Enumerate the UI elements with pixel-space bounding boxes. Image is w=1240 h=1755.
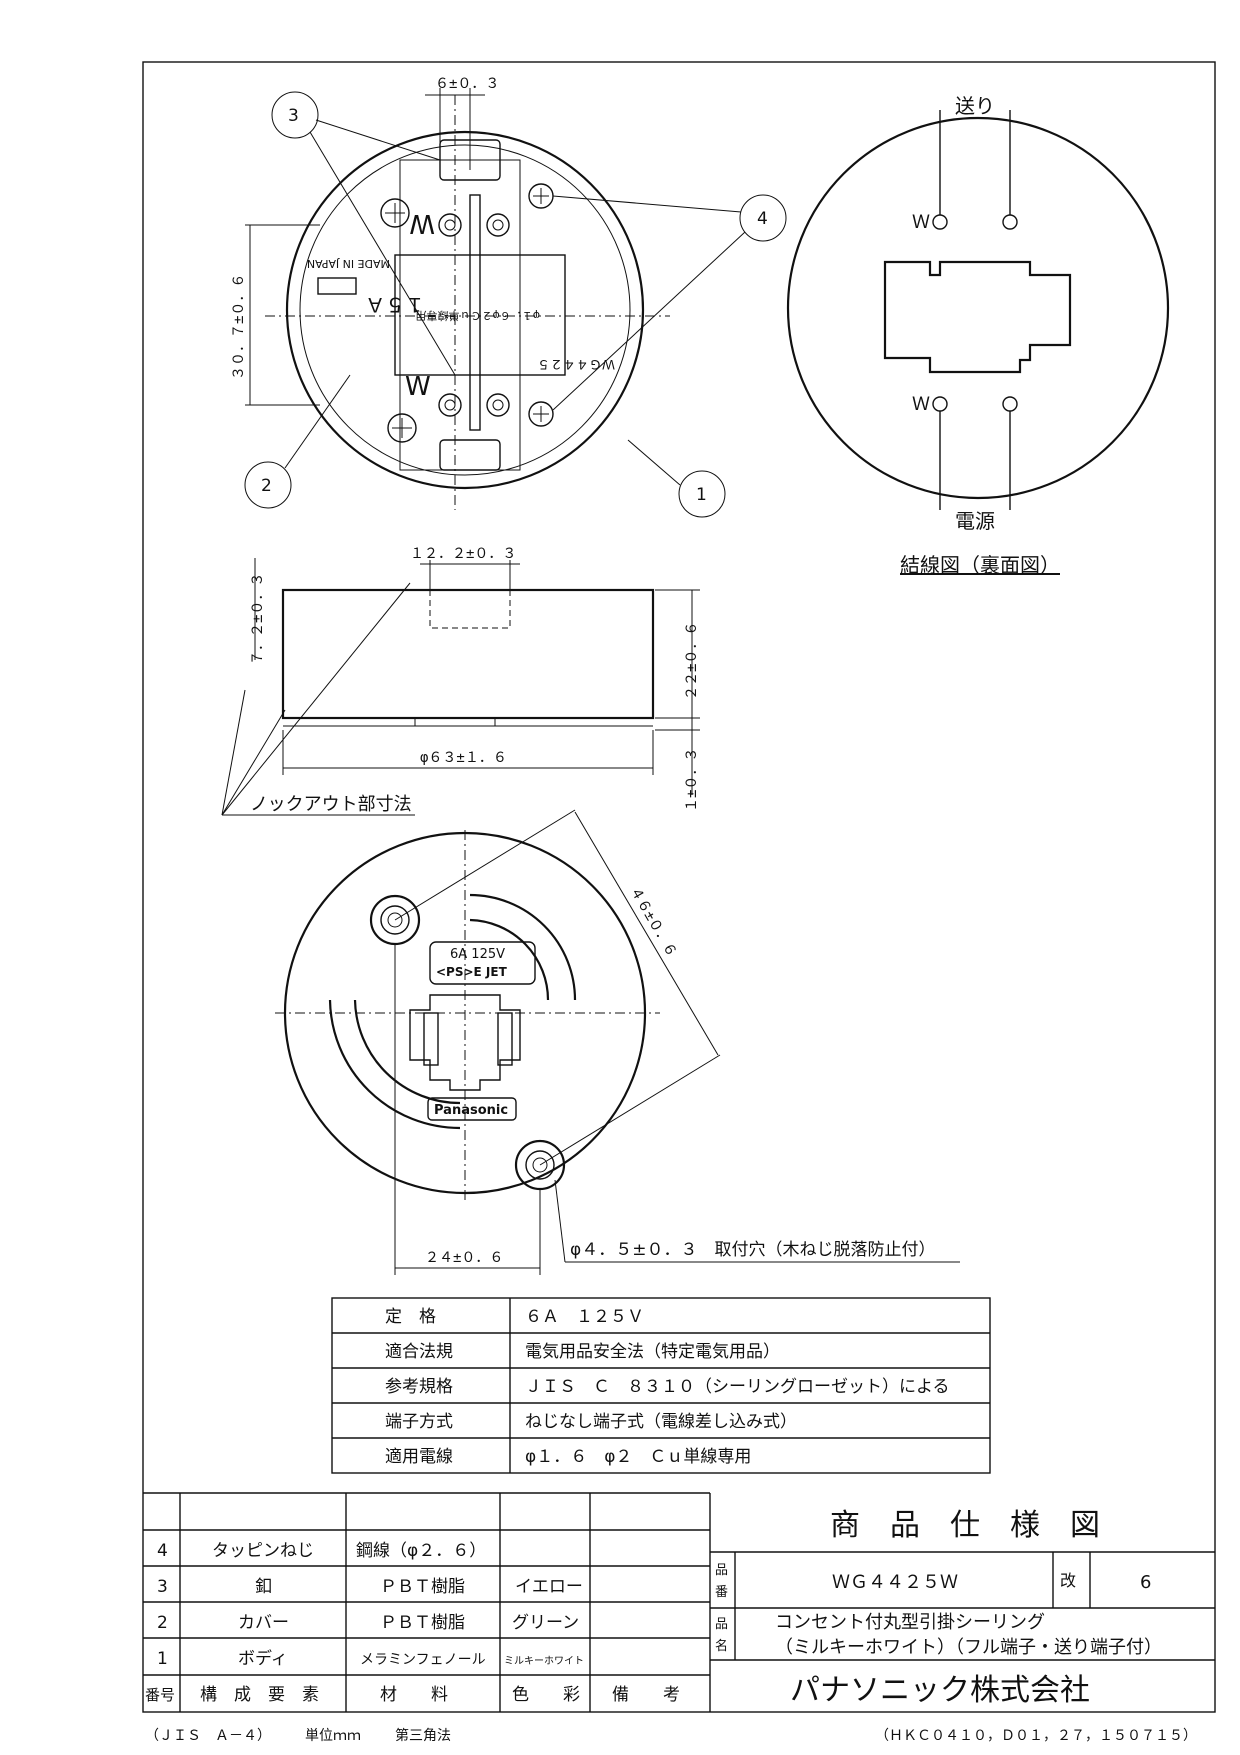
parts-row-color: イエロー (515, 1577, 583, 1597)
spec-table: 定 格 ６Ａ １２５Ｖ 適合法規 電気用品安全法（特定電気用品） 参考規格 ＪＩ… (331, 1297, 991, 1474)
spec-row-value: ６Ａ １２５Ｖ (525, 1307, 644, 1327)
name-line-1: コンセント付丸型引掛シーリング (775, 1612, 1045, 1633)
side-view: １２．２±０．３ ７．２±０．３ ２２±０．６ １±０．３ φ６３±１．６ ノッ… (221, 546, 700, 816)
svg-text:1: 1 (696, 485, 707, 505)
plan-made-in: MADE IN JAPAN (307, 257, 390, 270)
sheet-border (142, 61, 1216, 1713)
side-dim-height: ２２±０．６ (684, 622, 700, 700)
bottom-brand: Panasonic (434, 1103, 508, 1118)
spec-row-label: 端子方式 (385, 1412, 453, 1432)
callout-2: 2 (244, 374, 351, 509)
part-no-label: 品 (715, 1563, 728, 1578)
part-no-label-2: 番 (715, 1585, 728, 1600)
name-label: 品 (715, 1617, 728, 1632)
plan-w-mark-top: W (409, 208, 435, 238)
callout-4: 4 (552, 194, 787, 411)
parts-row-no: 2 (157, 1613, 168, 1633)
spec-row-value: ねじなし端子式（電線差し込み式） (525, 1412, 797, 1432)
plan-model-mark: ＷＧ４４２５ (537, 356, 615, 371)
plan-dim-top: ６±０．３ (435, 76, 499, 92)
parts-row-material: メラミンフェノール (360, 1652, 486, 1668)
footer-standard: （ＪＩＳ Ａ－４） (145, 1728, 271, 1744)
footer-doc-code: （ＨＫＣ０４１０，Ｄ０１，２７，１５０７１５） (875, 1728, 1197, 1744)
parts-row-part: ボディ (238, 1648, 288, 1669)
name-label-2: 名 (715, 1638, 728, 1654)
title-heading: 商 品 仕 様 図 (830, 1508, 1100, 1543)
wiring-top-label: 送り (955, 94, 995, 118)
part-no: ＷＧ４４２５Ｗ (832, 1572, 958, 1593)
mount-screw-top (369, 894, 421, 946)
parts-row-part: タッピンねじ (212, 1541, 314, 1561)
bottom-cert-mark: <PS>E JET (436, 965, 508, 979)
rev-value: 6 (1140, 1572, 1151, 1593)
bottom-hole-note: φ４．５±０．３ 取付穴（木ねじ脱落防止付） (570, 1240, 935, 1260)
wiring-w-bottom: Ｗ (912, 394, 930, 415)
parts-header-note: 備 考 (612, 1685, 680, 1705)
bottom-dim-diag: ４６±０．６ (627, 884, 680, 960)
plan-dim-left: ３０．７±０．６ (231, 274, 247, 380)
parts-row-no: 1 (157, 1649, 168, 1669)
svg-text:2: 2 (261, 476, 272, 496)
spec-row-value: 電気用品安全法（特定電気用品） (525, 1342, 780, 1362)
footer: （ＪＩＳ Ａ－４） 単位ｍｍ 第三角法 （ＨＫＣ０４１０，Ｄ０１，２７，１５０７… (145, 1727, 1197, 1744)
parts-row-part: 釦 (255, 1577, 272, 1597)
spec-row-value: ＪＩＳ Ｃ ８３１０（シーリングローゼット）による (525, 1377, 950, 1397)
parts-row-part: カバー (238, 1613, 289, 1633)
title-block: 商 品 仕 様 図 品 番 ＷＧ４４２５Ｗ 改 6 品 名 コンセント付丸型引掛… (710, 1508, 1215, 1708)
parts-header-material: 材 料 (380, 1685, 448, 1705)
bottom-dim-bottom: ２４±０．６ (425, 1250, 503, 1266)
parts-row-color: ミルキーホワイト (504, 1655, 584, 1667)
knockout-label: ノックアウト部寸法 (250, 794, 412, 815)
svg-text:4: 4 (757, 209, 768, 229)
wiring-caption: 結線図（裏面図） (900, 553, 1060, 577)
wiring-diagram: 送り Ｗ Ｗ 電源 結線図（裏面図） (786, 94, 1170, 577)
spec-row-label: 適合法規 (385, 1342, 453, 1362)
bottom-rating-mark: 6A 125V (450, 947, 505, 962)
plan-wire-mark: φ１．６φ２Ｃｕ単線専用 (415, 309, 540, 323)
plan-w-mark-bottom: W (405, 372, 431, 402)
mount-screw-bottom (514, 1139, 566, 1191)
parts-row-material: ＰＢＴ樹脂 (380, 1577, 465, 1597)
parts-row-material: ＰＢＴ樹脂 (380, 1613, 465, 1633)
spec-row-label: 参考規格 (385, 1377, 453, 1397)
bottom-view: 6A 125V <PS>E JET Panasonic ４６±０．６ ２４±０．… (275, 809, 960, 1275)
parts-header-no: 番号 (145, 1686, 175, 1704)
spec-row-label: 適用電線 (385, 1447, 453, 1467)
parts-header-color: 色 彩 (512, 1685, 580, 1705)
callout-3: 3 (271, 91, 456, 376)
parts-row-no: 4 (157, 1541, 168, 1561)
wiring-bottom-label: 電源 (955, 509, 995, 533)
rev-label: 改 (1060, 1571, 1076, 1590)
footer-projection: 第三角法 (395, 1727, 451, 1744)
parts-row-no: 3 (157, 1577, 168, 1597)
callout-1: 1 (627, 439, 726, 518)
footer-unit: 単位ｍｍ (305, 1728, 361, 1744)
parts-row-color: グリーン (512, 1613, 579, 1633)
name-line-2: （ミルキーホワイト）（フル端子・送り端子付） (775, 1637, 1162, 1658)
wiring-w-top: Ｗ (912, 212, 930, 233)
side-dim-base: １±０．３ (684, 748, 700, 812)
parts-row-material: 鋼線（φ２．６） (356, 1541, 486, 1561)
side-dim-top: １２．２±０．３ (410, 546, 516, 562)
side-dim-left: ７．２±０．３ (250, 573, 266, 665)
parts-table: 4 タッピンねじ 鋼線（φ２．６） 3 釦 ＰＢＴ樹脂 イエロー 2 カバー Ｐ… (143, 1492, 711, 1712)
side-dim-diameter: φ６３±１．６ (420, 750, 507, 766)
parts-header-part: 構 成 要 素 (200, 1685, 319, 1705)
svg-text:3: 3 (288, 106, 299, 126)
spec-row-label: 定 格 (385, 1307, 436, 1327)
company-name: パナソニック株式会社 (790, 1673, 1090, 1708)
plan-view: ６±０．３ ３０．７±０．６ W W MADE IN JAPAN １５Ａ φ１．… (231, 76, 787, 518)
spec-row-value: φ１．６ φ２ Ｃｕ単線専用 (525, 1447, 751, 1467)
plan-rating: １５Ａ (365, 293, 425, 317)
